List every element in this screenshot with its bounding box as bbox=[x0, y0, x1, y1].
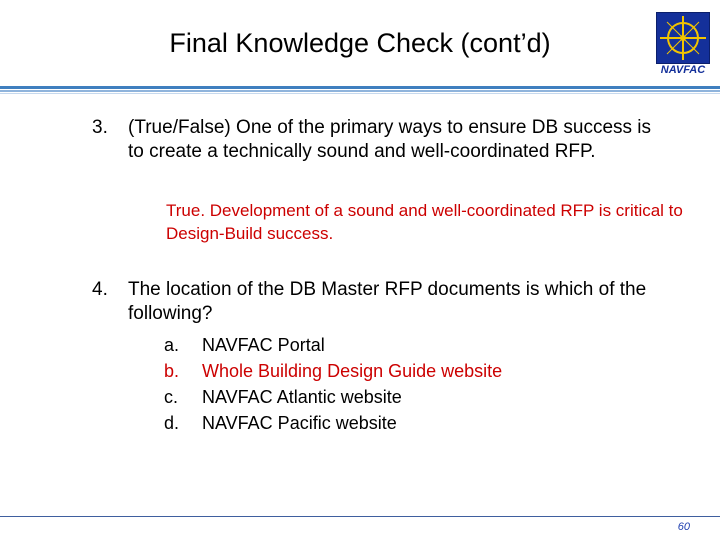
question-number: 3. bbox=[92, 117, 108, 138]
option-text: NAVFAC Portal bbox=[202, 335, 325, 355]
question-text: The location of the DB Master RFP docume… bbox=[128, 279, 647, 324]
question-text: (True/False) One of the primary ways to … bbox=[128, 117, 652, 162]
option-letter: b. bbox=[164, 361, 180, 381]
header-divider bbox=[0, 86, 720, 95]
slide-title: Final Knowledge Check (cont’d) bbox=[169, 28, 551, 58]
option-text: NAVFAC Pacific website bbox=[202, 413, 397, 433]
footer-divider bbox=[0, 516, 720, 517]
question-number: 4. bbox=[92, 279, 108, 300]
answer-3: True. Development of a sound and well-co… bbox=[166, 201, 683, 243]
option-text: Whole Building Design Guide website bbox=[202, 361, 503, 381]
option-letter: a. bbox=[164, 335, 180, 355]
option-letter: d. bbox=[164, 413, 180, 433]
logo-wordmark: NAVFAC bbox=[660, 64, 706, 76]
compass-emblem-icon bbox=[656, 12, 710, 64]
page-number: 60 bbox=[677, 521, 690, 533]
navfac-logo: NAVFAC bbox=[654, 10, 712, 78]
option-text: NAVFAC Atlantic website bbox=[202, 387, 402, 407]
option-letter: c. bbox=[164, 387, 179, 407]
